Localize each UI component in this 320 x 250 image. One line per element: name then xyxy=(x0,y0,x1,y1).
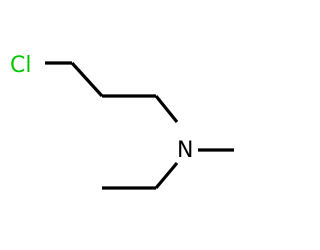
bond-c3-n xyxy=(154,94,179,124)
bond-n-ethyl-c1 xyxy=(154,161,179,190)
bond-c1-c2 xyxy=(70,61,104,98)
molecule-structure: Cl N xyxy=(10,53,234,190)
nitrogen-atom-label: N xyxy=(177,138,193,163)
chlorine-atom-label: Cl xyxy=(10,53,31,78)
